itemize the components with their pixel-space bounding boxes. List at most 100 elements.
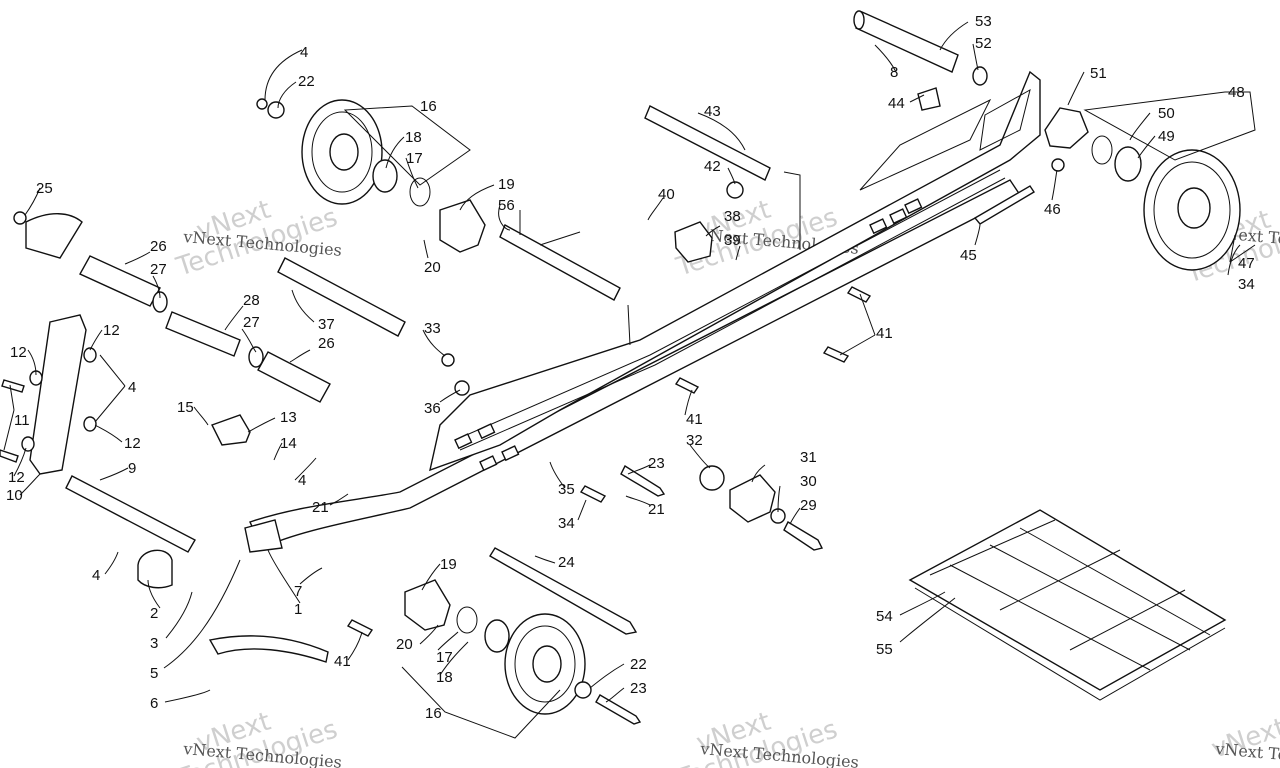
part-label-11[interactable]: 11 [14,412,30,429]
part-label-41[interactable]: 41 [686,411,703,428]
rail-rib [459,177,1006,451]
part-label-15[interactable]: 15 [177,399,194,416]
part-label-37[interactable]: 37 [318,316,335,333]
part-label-27[interactable]: 27 [150,261,167,278]
track-belt [908,509,1227,691]
part-label-21[interactable]: 21 [648,501,665,518]
washer-12c [83,416,97,432]
part-label-16[interactable]: 16 [420,98,437,115]
bolt-41a [846,286,872,303]
part-label-22[interactable]: 22 [298,73,315,90]
bolt-41c [674,377,700,394]
part-label-18[interactable]: 18 [436,669,453,686]
part-label-38[interactable]: 38 [724,208,741,225]
part-label-4[interactable]: 4 [128,379,136,396]
part-label-19[interactable]: 19 [498,176,515,193]
part-label-56[interactable]: 56 [498,197,515,214]
part-label-52[interactable]: 52 [975,35,992,52]
part-label-42[interactable]: 42 [704,158,721,175]
part-label-7[interactable]: 7 [294,583,302,600]
part-label-20[interactable]: 20 [396,636,413,653]
part-label-12[interactable]: 12 [8,469,25,486]
track-rib [949,564,1151,671]
bolt-24 [489,547,638,635]
part-label-12[interactable]: 12 [10,344,27,361]
part-label-49[interactable]: 49 [1158,128,1175,145]
part-labels: 4 22 16 18 17 19 56 20 25 26 27 28 27 37… [6,13,1255,722]
track-section [908,509,1227,701]
part-label-1[interactable]: 1 [294,601,302,618]
part-label-48[interactable]: 48 [1228,84,1245,101]
part-label-34[interactable]: 34 [1238,276,1255,293]
part-label-54[interactable]: 54 [876,608,893,625]
part-label-4[interactable]: 4 [298,472,306,489]
tube-28 [165,311,241,357]
part-label-8[interactable]: 8 [890,64,898,81]
part-label-5[interactable]: 5 [150,665,158,682]
part-label-2[interactable]: 2 [150,605,158,622]
part-label-28[interactable]: 28 [243,292,260,309]
part-label-21[interactable]: 21 [312,499,329,516]
axles [65,10,988,635]
tube-26a [79,255,161,307]
part-label-23[interactable]: 23 [648,455,665,472]
part-label-29[interactable]: 29 [800,497,817,514]
part-label-44[interactable]: 44 [888,95,905,112]
part-label-3[interactable]: 3 [150,635,158,652]
rail-slot [889,208,908,225]
part-label-17[interactable]: 17 [406,150,423,167]
part-label-43[interactable]: 43 [704,103,721,120]
part-label-36[interactable]: 36 [424,400,441,417]
part-label-16[interactable]: 16 [425,705,442,722]
part-label-12[interactable]: 12 [103,322,120,339]
part-label-50[interactable]: 50 [1158,105,1175,122]
part-label-4[interactable]: 4 [92,567,100,584]
wheel-16-bottom [456,606,586,715]
rail-rib [454,169,1001,441]
part-label-27[interactable]: 27 [243,314,260,331]
part-label-41[interactable]: 41 [876,325,893,342]
part-label-25[interactable]: 25 [36,180,53,197]
part-label-23[interactable]: 23 [630,680,647,697]
part-label-33[interactable]: 33 [424,320,441,337]
part-label-18[interactable]: 18 [405,129,422,146]
part-label-51[interactable]: 51 [1090,65,1107,82]
axle-43 [644,105,771,181]
rail-window [859,98,992,191]
part-label-53[interactable]: 53 [975,13,992,30]
part-label-12[interactable]: 12 [124,435,141,452]
washer-36 [454,380,470,396]
part-label-46[interactable]: 46 [1044,201,1061,218]
part-label-26[interactable]: 26 [318,335,335,352]
part-label-9[interactable]: 9 [128,460,136,477]
part-label-34[interactable]: 34 [558,515,575,532]
part-label-55[interactable]: 55 [876,641,893,658]
rail-slot [479,455,498,472]
bolt-11b [0,449,19,463]
part-label-39[interactable]: 39 [724,232,741,249]
part-label-20[interactable]: 20 [424,259,441,276]
part-label-30[interactable]: 30 [800,473,817,490]
part-label-22[interactable]: 22 [630,656,647,673]
part-label-32[interactable]: 32 [686,432,703,449]
part-label-41[interactable]: 41 [334,653,351,670]
bolt-29 [783,521,824,551]
bolt-34 [579,485,607,503]
part-label-19[interactable]: 19 [440,556,457,573]
part-label-35[interactable]: 35 [558,481,575,498]
part-label-4[interactable]: 4 [300,44,308,61]
part-label-45[interactable]: 45 [960,247,977,264]
part-label-24[interactable]: 24 [558,554,575,571]
part-label-47[interactable]: 47 [1238,255,1255,272]
spacer-32 [699,465,725,491]
part-label-31[interactable]: 31 [800,449,817,466]
part-label-17[interactable]: 17 [436,649,453,666]
washer-33 [441,353,455,367]
part-label-14[interactable]: 14 [280,435,297,452]
part-label-40[interactable]: 40 [658,186,675,203]
part-label-10[interactable]: 10 [6,487,23,504]
part-label-13[interactable]: 13 [280,409,297,426]
axle-9 [65,475,196,553]
part-label-6[interactable]: 6 [150,695,158,712]
part-label-26[interactable]: 26 [150,238,167,255]
